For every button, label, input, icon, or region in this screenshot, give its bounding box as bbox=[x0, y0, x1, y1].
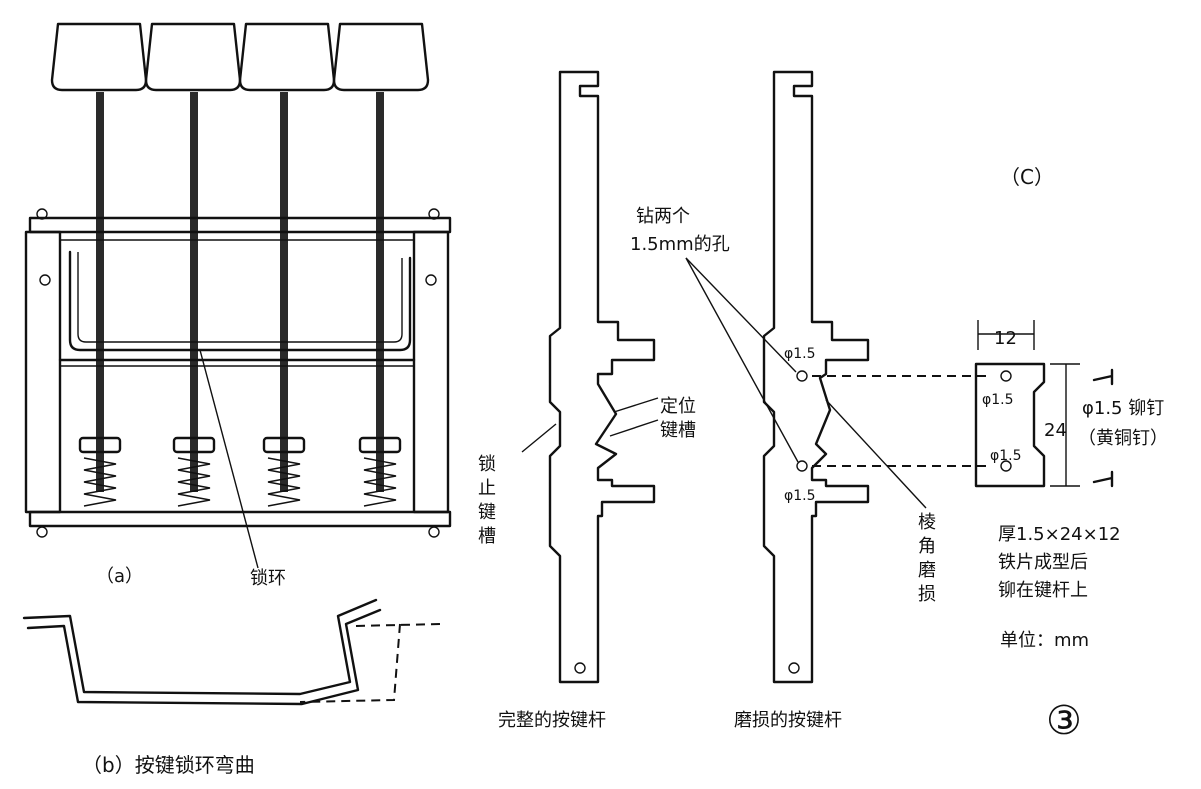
plate-width-dim: 12 bbox=[994, 328, 1017, 349]
plate-hole-2 bbox=[1000, 460, 1012, 472]
plate-height-dim: 24 bbox=[1044, 420, 1067, 441]
edge-worn-char-3: 磨 bbox=[918, 560, 936, 581]
worn-lever-outline bbox=[762, 70, 870, 684]
intact-lever-caption: 完整的按键杆 bbox=[498, 710, 606, 731]
intact-key-lever-figure: 定位 键槽 锁 止 键 槽 完整的按键杆 bbox=[478, 70, 696, 731]
lock-slot-char-4: 槽 bbox=[478, 526, 496, 547]
positioning-slot-label-2: 键槽 bbox=[660, 420, 696, 441]
worn-lever-caption: 磨损的按键杆 bbox=[734, 710, 842, 731]
worn-hole-1 bbox=[796, 370, 808, 382]
key-frame bbox=[24, 208, 452, 538]
rivet-1 bbox=[1092, 368, 1114, 386]
unit-label: 单位：mm bbox=[1000, 630, 1089, 651]
bent-ring-original-dashed bbox=[299, 623, 441, 703]
bent-lock-ring-figure: （b）按键锁环弯曲 bbox=[22, 598, 441, 777]
rivet-label-line-1: φ1.5 铆钉 bbox=[1082, 398, 1164, 419]
worn-key-lever-figure: 钻两个 1.5mm的孔 φ1.5 φ1.5 棱 角 磨 损 磨损的按键杆 bbox=[630, 70, 990, 731]
reinforcement-plate-figure: （C） 12 φ1.5 φ1.5 24 φ1.5 铆钉 （黄铜钉） 厚1.5×2… bbox=[974, 165, 1168, 651]
edge-worn-char-4: 损 bbox=[918, 584, 936, 605]
plate-note-line-1: 厚1.5×24×12 bbox=[998, 524, 1121, 545]
edge-worn-char-2: 角 bbox=[918, 536, 936, 557]
figure-number: ③ bbox=[1046, 698, 1082, 744]
key-stems bbox=[96, 92, 384, 492]
lock-ring-leader bbox=[199, 349, 259, 569]
key-caps bbox=[50, 22, 430, 92]
key-cap-4 bbox=[332, 22, 430, 92]
worn-hole-label-1: φ1.5 bbox=[784, 346, 816, 362]
key-cap-3 bbox=[238, 22, 336, 92]
key-cap-2 bbox=[144, 22, 242, 92]
plate-note-line-2: 铁片成型后 bbox=[998, 552, 1088, 573]
positioning-slot-label-1: 定位 bbox=[660, 396, 696, 417]
intact-lever-outline bbox=[548, 70, 656, 684]
rivet-label-line-2: （黄铜钉） bbox=[1078, 428, 1168, 449]
lock-ring-label: 锁环 bbox=[250, 568, 286, 589]
figure-a-label: （a） bbox=[96, 566, 143, 587]
bent-ring-solid bbox=[22, 598, 378, 696]
worn-hole-label-2: φ1.5 bbox=[784, 488, 816, 504]
lock-slot-char-2: 止 bbox=[478, 478, 496, 499]
stem-4 bbox=[376, 92, 384, 492]
drill-note-line-2: 1.5mm的孔 bbox=[630, 234, 730, 255]
plate-outline bbox=[974, 362, 1046, 488]
lock-slot-char-3: 键 bbox=[478, 502, 496, 523]
plate-hole-label-1: φ1.5 bbox=[982, 392, 1014, 408]
stem-1 bbox=[96, 92, 104, 492]
stem-3 bbox=[280, 92, 288, 492]
lock-slot-char-1: 锁 bbox=[478, 454, 496, 475]
key-cap-1 bbox=[50, 22, 148, 92]
springs bbox=[78, 436, 402, 507]
stem-2 bbox=[190, 92, 198, 492]
figure-c-label: （C） bbox=[1000, 165, 1054, 189]
plate-note-line-3: 铆在键杆上 bbox=[998, 580, 1088, 601]
rivet-2 bbox=[1092, 470, 1114, 488]
plate-hole-1 bbox=[1000, 370, 1012, 382]
plate-hole-label-2: φ1.5 bbox=[990, 448, 1022, 464]
key-assembly-figure: （a） 锁环 bbox=[24, 22, 452, 589]
figure-b-caption: （b）按键锁环弯曲 bbox=[82, 753, 255, 777]
worn-hole-2 bbox=[796, 460, 808, 472]
lock-ring bbox=[68, 250, 412, 352]
edge-worn-char-1: 棱 bbox=[918, 512, 936, 533]
drill-note-line-1: 钻两个 bbox=[636, 206, 690, 227]
